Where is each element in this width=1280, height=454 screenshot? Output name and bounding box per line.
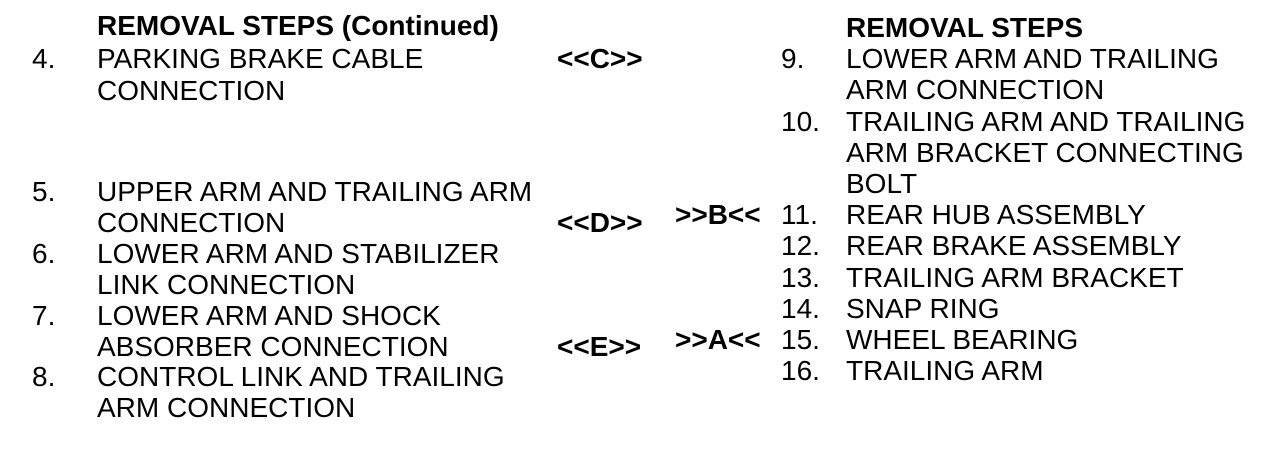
step-line: 14. SNAP RING xyxy=(675,293,1280,324)
removal-marker xyxy=(557,270,642,301)
install-marker xyxy=(675,106,781,137)
install-marker xyxy=(675,137,781,168)
step-number xyxy=(781,168,846,199)
step-text: LINK CONNECTION xyxy=(97,268,356,300)
step-text: REAR HUB ASSEMBLY xyxy=(846,199,1146,231)
removal-marker: <<E>> xyxy=(557,330,642,362)
step-line: 8. CONTROL LINK AND TRAILING xyxy=(32,362,672,393)
step-line: LINK CONNECTION xyxy=(32,268,672,301)
step-number xyxy=(781,74,846,105)
step-number: 15. xyxy=(781,324,820,356)
step-number xyxy=(32,270,97,301)
install-marker xyxy=(675,12,781,43)
step-line: >>A<< 15. WHEEL BEARING xyxy=(675,324,1280,355)
step-text: LOWER ARM AND STABILIZER xyxy=(97,237,500,269)
step-text: REAR BRAKE ASSEMBLY xyxy=(846,230,1182,262)
section-header-text: REMOVAL STEPS (Continued) xyxy=(97,10,499,41)
step-line: 5. UPPER ARM AND TRAILING ARM xyxy=(32,176,672,208)
step-text: WHEEL BEARING xyxy=(846,324,1079,356)
step-line: BOLT xyxy=(675,168,1280,199)
step-number: 5. xyxy=(32,176,56,207)
step-text: BOLT xyxy=(846,168,918,200)
step-number: 6. xyxy=(32,237,56,269)
step-text: SNAP RING xyxy=(846,292,1000,324)
install-marker xyxy=(675,293,781,324)
step-number xyxy=(32,75,97,108)
install-marker xyxy=(675,355,781,386)
step-text: TRAILING ARM BRACKET xyxy=(846,261,1184,293)
removal-marker xyxy=(557,393,642,424)
step-number xyxy=(32,393,97,424)
step-text: LOWER ARM AND TRAILING xyxy=(846,43,1219,75)
step-text: ABSORBER CONNECTION xyxy=(97,330,449,362)
step-number xyxy=(781,137,846,168)
step-text: TRAILING ARM AND TRAILING xyxy=(846,105,1246,137)
step-text: LOWER ARM AND SHOCK xyxy=(97,299,441,331)
step-number: 9. xyxy=(781,43,805,75)
removal-marker xyxy=(557,362,642,393)
step-number: 8. xyxy=(32,361,56,393)
step-text: TRAILING ARM xyxy=(846,355,1044,387)
step-text: UPPER ARM AND TRAILING ARM xyxy=(97,176,533,207)
install-marker xyxy=(675,262,781,293)
step-number: 14. xyxy=(781,292,820,324)
step-number: 12. xyxy=(781,230,820,262)
step-text: ARM BRACKET CONNECTING xyxy=(846,136,1244,168)
step-text: CONTROL LINK AND TRAILING xyxy=(97,361,505,393)
install-marker xyxy=(675,74,781,105)
section-header-continued: REMOVAL STEPS (Continued) xyxy=(32,10,672,43)
section-header: REMOVAL STEPS xyxy=(675,12,1280,43)
step-number xyxy=(32,208,97,239)
step-line: CONNECTION xyxy=(32,75,672,108)
step-line: 7. LOWER ARM AND SHOCK xyxy=(32,299,672,332)
step-line: 4. PARKING BRAKE CABLE <<C>> xyxy=(32,43,672,76)
step-number: 10. xyxy=(781,105,820,137)
step-text: PARKING BRAKE CABLE xyxy=(97,42,424,74)
left-column-bottom-block: 5. UPPER ARM AND TRAILING ARM CONNECTION… xyxy=(32,176,672,424)
step-number: 7. xyxy=(32,299,56,331)
removal-marker xyxy=(557,239,642,270)
left-column-top-block: REMOVAL STEPS (Continued) 4. PARKING BRA… xyxy=(32,10,672,108)
step-line: 10. TRAILING ARM AND TRAILING xyxy=(675,106,1280,137)
step-number: 16. xyxy=(781,355,820,387)
step-line: ABSORBER CONNECTION <<E>> xyxy=(32,330,672,363)
step-number: 11. xyxy=(781,199,818,231)
step-number xyxy=(32,10,97,43)
step-line: ARM BRACKET CONNECTING xyxy=(675,137,1280,168)
removal-marker xyxy=(557,10,642,43)
install-marker xyxy=(675,43,781,74)
step-line: ARM CONNECTION xyxy=(32,392,672,424)
step-line: 12. REAR BRAKE ASSEMBLY xyxy=(675,230,1280,261)
step-number: 4. xyxy=(32,42,56,74)
section-header-text: REMOVAL STEPS xyxy=(846,12,1084,43)
step-line: ARM CONNECTION xyxy=(675,74,1280,105)
step-text: ARM CONNECTION xyxy=(846,74,1105,106)
step-line: 9. LOWER ARM AND TRAILING xyxy=(675,43,1280,74)
removal-marker xyxy=(557,75,642,108)
install-marker xyxy=(675,168,781,199)
step-text: CONNECTION xyxy=(97,206,286,238)
install-marker: >>A<< xyxy=(675,324,761,356)
step-text: ARM CONNECTION xyxy=(97,392,356,424)
step-line: CONNECTION <<D>> xyxy=(32,206,672,239)
step-number xyxy=(781,12,846,43)
install-marker xyxy=(675,230,781,261)
step-line: >>B<< 11. REAR HUB ASSEMBLY xyxy=(675,199,1280,230)
removal-marker: <<C>> xyxy=(557,42,643,74)
step-line: 13. TRAILING ARM BRACKET xyxy=(675,262,1280,293)
step-line: 6. LOWER ARM AND STABILIZER xyxy=(32,237,672,270)
right-column-block: REMOVAL STEPS 9. LOWER ARM AND TRAILING … xyxy=(675,12,1280,386)
install-marker: >>B<< xyxy=(675,199,761,231)
removal-marker: <<D>> xyxy=(557,206,643,238)
step-number: 13. xyxy=(781,261,820,293)
removal-marker xyxy=(557,301,642,332)
step-line: 16. TRAILING ARM xyxy=(675,355,1280,386)
step-text: CONNECTION xyxy=(97,75,286,106)
step-number xyxy=(32,332,97,363)
removal-marker xyxy=(557,177,642,208)
